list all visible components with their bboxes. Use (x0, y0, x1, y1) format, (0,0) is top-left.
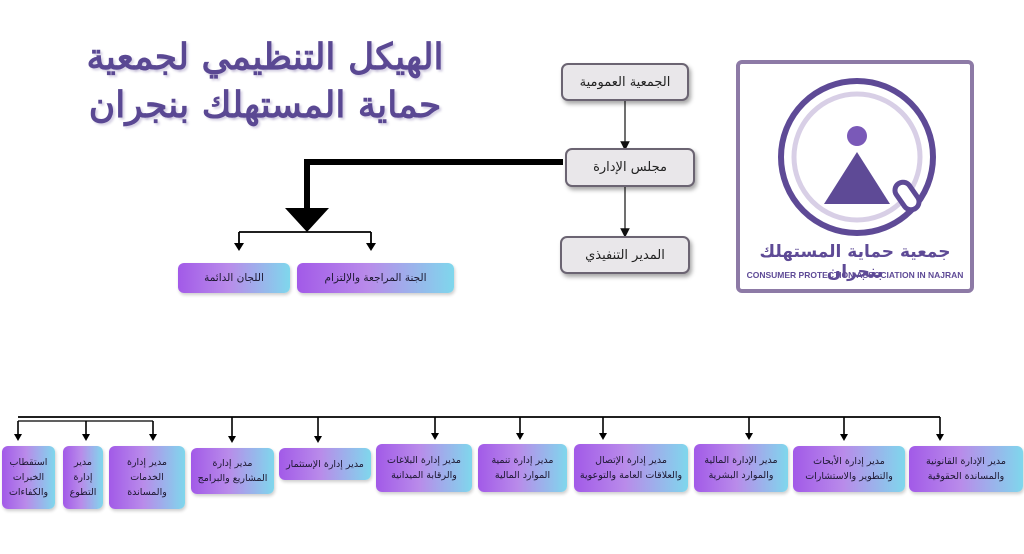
department-arrowhead (149, 434, 157, 441)
board-to-committees-arrow (304, 159, 563, 212)
department-label: مدير إدارة المشاريع والبرامج (197, 458, 268, 484)
department-box: مدير إدارة التطوع (63, 446, 103, 509)
department-arrowhead (516, 433, 524, 440)
department-arrowhead (745, 433, 753, 440)
department-arrowhead (840, 434, 848, 441)
committee-review-compliance-label: الجنة المراجعة والإلتزام (324, 271, 427, 284)
logo-frame: جمعية حماية المستهلك بنجران CONSUMER PRO… (736, 60, 974, 293)
department-box: مدير إدارة الإتصال والعلاقات العامة والت… (574, 444, 688, 492)
department-label: مدير إدارة التطوع (69, 457, 97, 498)
department-box: استقطاب الخبرات والكفاءات (2, 446, 55, 509)
department-label: استقطاب الخبرات والكفاءات (8, 457, 49, 498)
board-to-committees-arrowhead (285, 208, 329, 232)
logo-name-english: CONSUMER PROTECTION ASSOCIATION IN NAJRA… (746, 270, 964, 280)
board-label: مجلس الإدارة (593, 160, 667, 175)
executive-director-label: المدير التنفيذي (585, 247, 665, 263)
arrowhead-committee-review (366, 243, 376, 251)
committee-permanent-label: اللجان الدائمة (204, 271, 264, 284)
department-arrowhead (14, 434, 22, 441)
department-arrowhead (314, 436, 322, 443)
department-label: مدير إدارة البلاغات والرقابة الميدانية (387, 455, 461, 481)
logo-name-arabic: جمعية حماية المستهلك بنجران (759, 242, 951, 282)
executive-director-box: المدير التنفيذي (560, 236, 690, 274)
department-arrowhead (599, 433, 607, 440)
arrowhead-committee-permanent (234, 243, 244, 251)
logo-emblem-icon (778, 78, 936, 236)
committee-permanent: اللجان الدائمة (178, 263, 290, 293)
general-assembly-label: الجمعية العمومية (579, 74, 671, 90)
department-arrowhead (82, 434, 90, 441)
board-box: مجلس الإدارة (565, 148, 695, 187)
department-label: مدير إدارة الإستثمار (286, 458, 364, 470)
department-label: مدير الإدارة المالية والموارد البشرية (704, 455, 778, 481)
department-label: مدير إدارة تنمية الموارد المالية (491, 455, 554, 481)
department-label: مدير إدارة الأبحاث والتطوير والاستشارات (805, 456, 893, 482)
department-label: مدير إدارة الخدمات والمساندة (126, 457, 168, 498)
department-arrowhead (936, 434, 944, 441)
department-box: مدير إدارة تنمية الموارد المالية (478, 444, 567, 492)
department-box: مدير الإدارة المالية والموارد البشرية (694, 444, 788, 492)
department-box: مدير إدارة البلاغات والرقابة الميدانية (376, 444, 472, 492)
chart-title-line2: حماية المستهلك بنجران (88, 84, 442, 126)
department-label: مدير إدارة الإتصال والعلاقات العامة والت… (579, 455, 683, 481)
department-label: مدير الإدارة القانونية والمساندة الحقوقي… (926, 456, 1006, 482)
department-box: مدير إدارة الإستثمار (279, 448, 371, 480)
department-arrowhead (431, 433, 439, 440)
general-assembly-box: الجمعية العمومية (561, 63, 689, 101)
department-box: مدير إدارة الأبحاث والتطوير والاستشارات (793, 446, 905, 492)
department-box: مدير إدارة الخدمات والمساندة (109, 446, 185, 509)
committee-review-compliance: الجنة المراجعة والإلتزام (297, 263, 454, 293)
department-box: مدير إدارة المشاريع والبرامج (191, 448, 274, 494)
chart-title-line1: الهيكل التنظيمي لجمعية (86, 36, 444, 78)
department-box: مدير الإدارة القانونية والمساندة الحقوقي… (909, 446, 1023, 492)
department-arrowhead (228, 436, 236, 443)
chart-title: الهيكل التنظيمي لجمعية حماية المستهلك بن… (60, 33, 470, 129)
